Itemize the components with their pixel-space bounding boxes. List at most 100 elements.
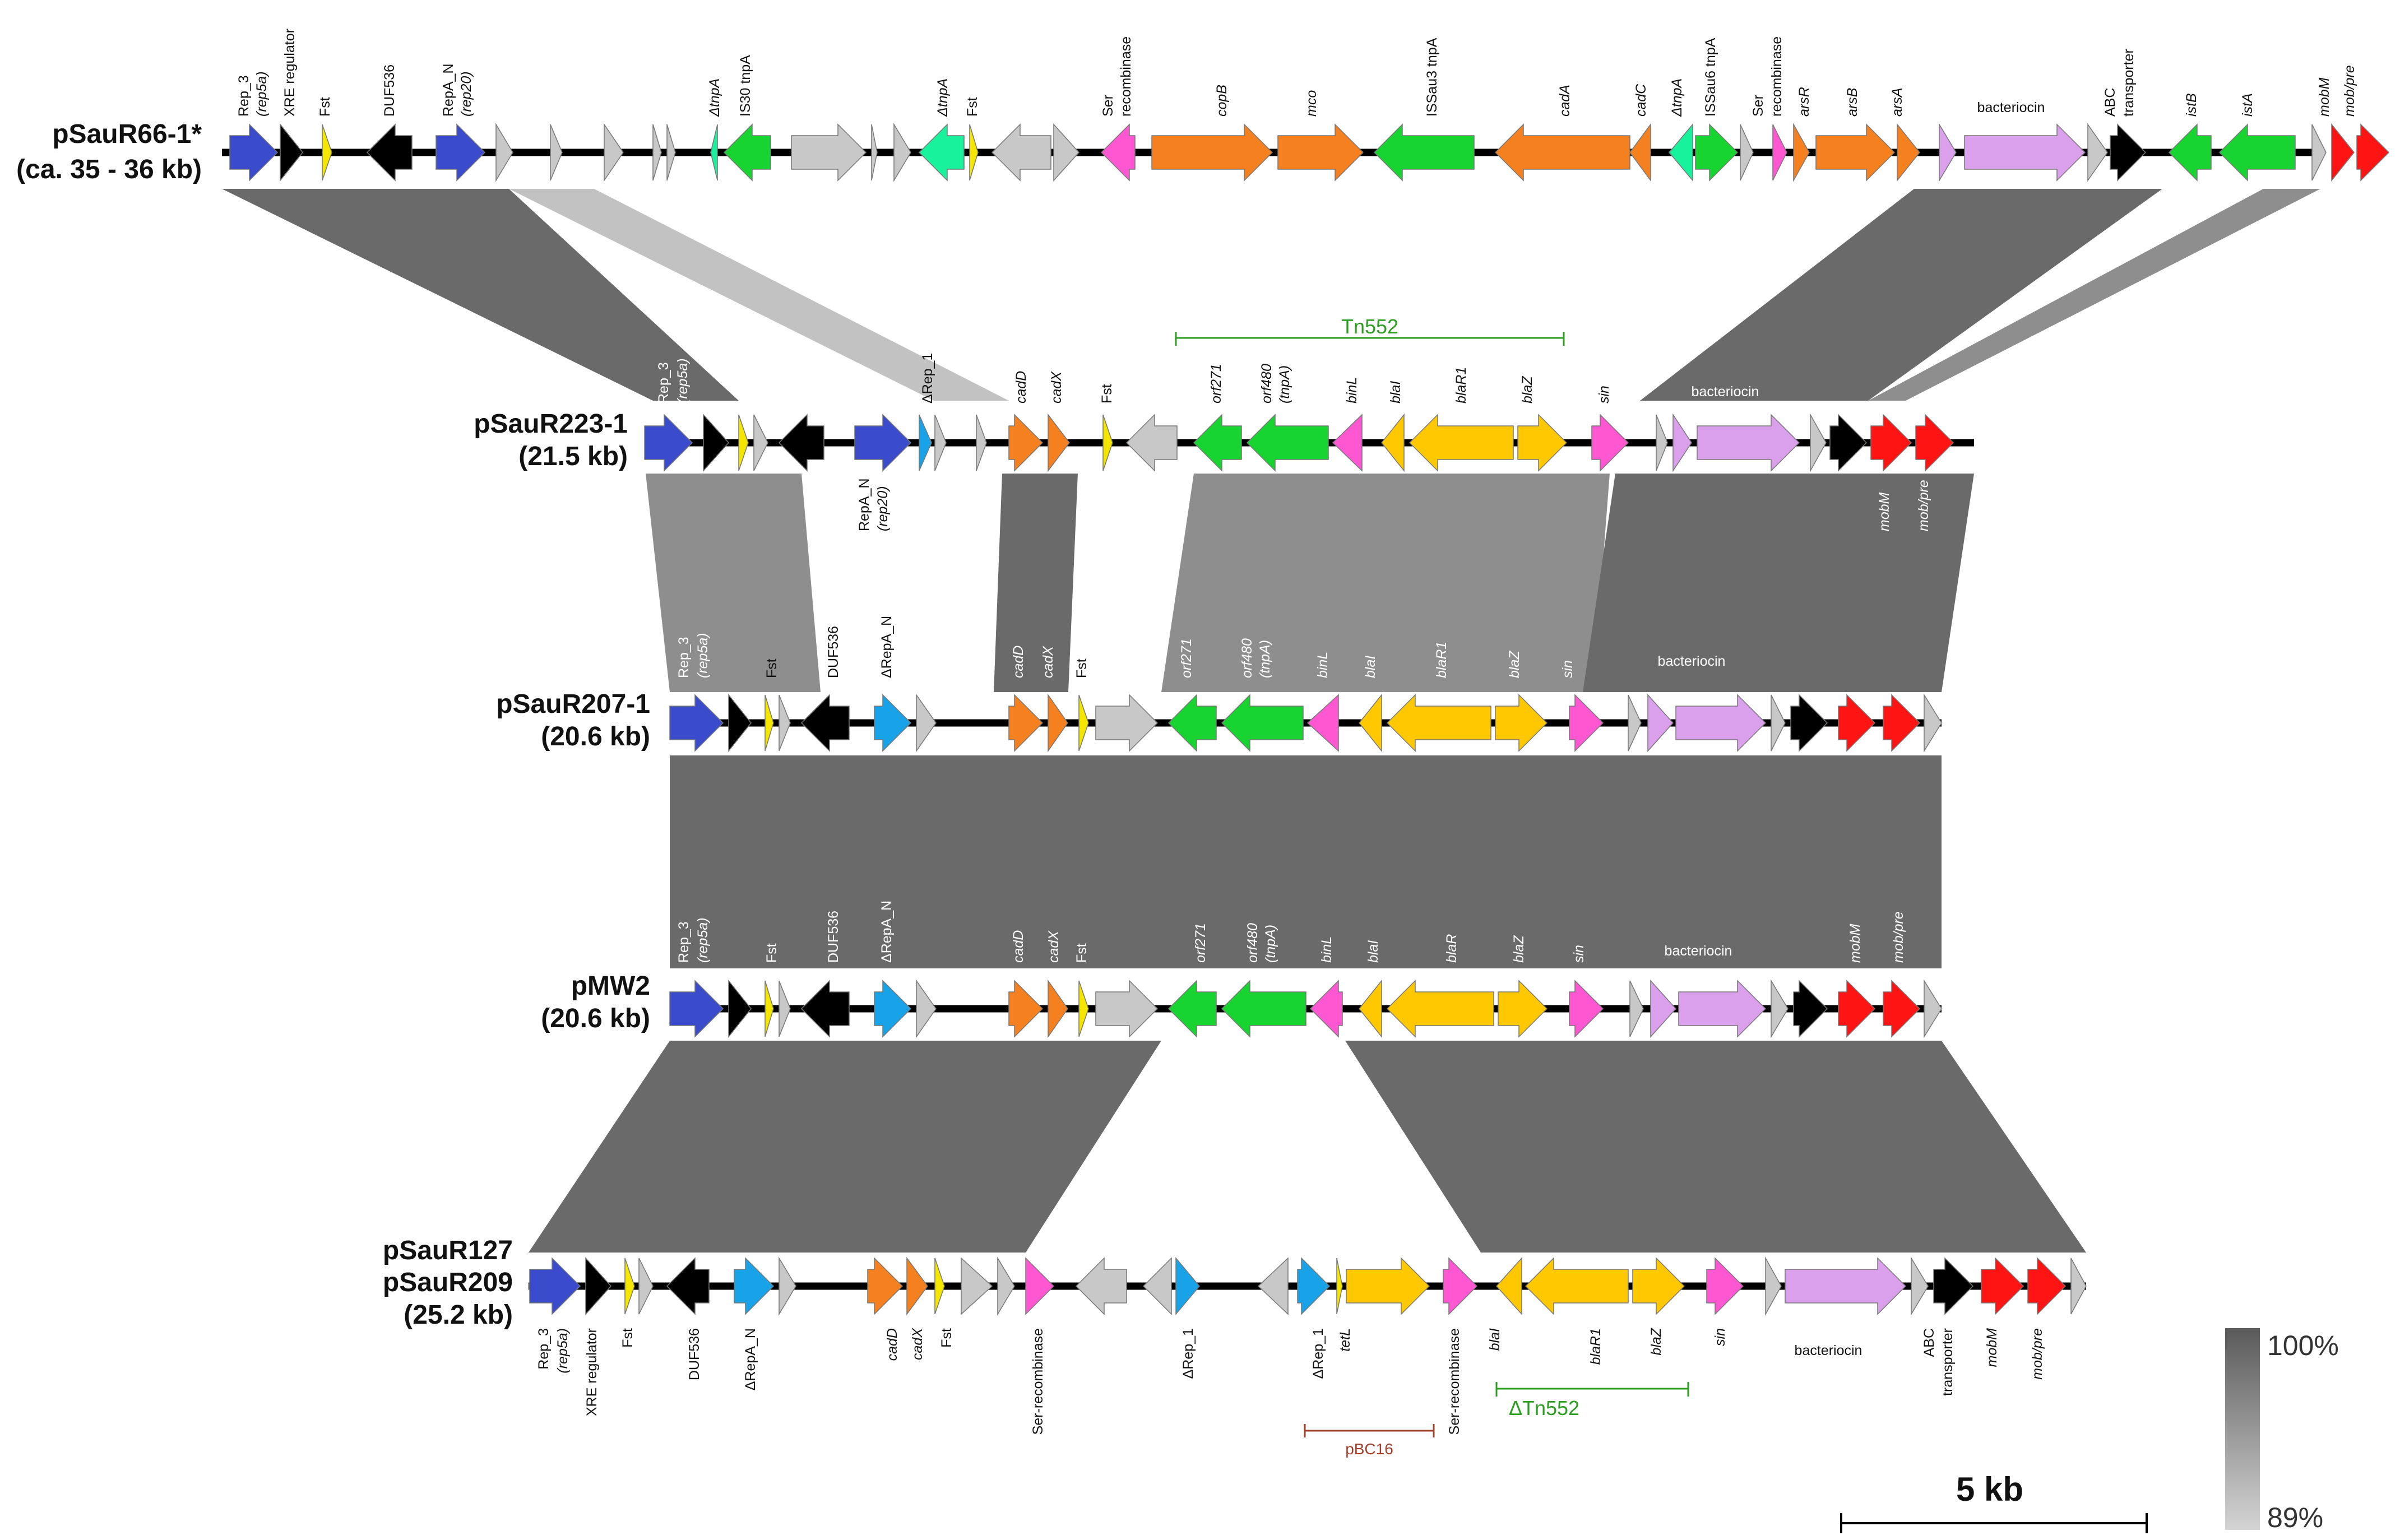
gene-arrow-unknown [779, 980, 791, 1037]
gene-arrow-unknown [934, 414, 947, 471]
gene-label: arsR [1796, 87, 1812, 117]
plasmid-names: pSauR66-1* (ca. 35 - 36 kb) pSauR223-1 (… [16, 119, 650, 1330]
gene-arrow-isalt [918, 123, 965, 182]
gene-arrow-metal [1793, 123, 1810, 182]
gene-arrow-unknown [1053, 123, 1080, 182]
gene-arrow-rep [644, 414, 693, 472]
gene-arrow-bla [1498, 980, 1548, 1038]
gene-label: ISSau6 tnpA [1703, 38, 1718, 117]
gene-arrow-serrec [1772, 124, 1787, 181]
gene-arrow-drep [919, 414, 932, 471]
gene-arrow-mob [2356, 123, 2390, 182]
gene-label: DUF536 [803, 351, 819, 403]
gene-arrow-bacteriocin [1678, 980, 1767, 1038]
gene-label: orf271 [1179, 638, 1194, 678]
link [1583, 474, 1974, 692]
link [670, 755, 1942, 968]
gene-label: cadD [1013, 371, 1029, 403]
dtn552-bracket: ΔTn552 [1495, 1382, 1689, 1420]
gene-arrow-regulator [800, 980, 850, 1038]
gene-label: RepA_N [441, 64, 456, 117]
gene-label: orf480 [1239, 638, 1255, 678]
gene-arrow-is [1167, 694, 1217, 752]
gene-arrow-unknown [2311, 124, 2327, 181]
gene-arrow-regulator [585, 1257, 612, 1315]
gene-arrow-unknown [1771, 979, 1789, 1038]
gene-label: Rep_3 [656, 362, 671, 403]
gene-arrow-mob [2331, 123, 2355, 182]
gene-label: blaZ [1507, 651, 1522, 678]
gene-arrow-bacteriocin [1647, 694, 1674, 752]
gene-label: transporter [1940, 1328, 1956, 1396]
gene-label: Fst [764, 943, 780, 963]
link [1868, 189, 2320, 401]
gene-label: DUF536 [382, 64, 397, 117]
identity-gradient [2225, 1328, 2260, 1530]
gene-arrow-mob [1981, 1257, 2024, 1315]
gene-label: (rep5a) [695, 917, 711, 963]
gene-arrow-is [1221, 694, 1304, 752]
gene-arrow-unknown [1810, 413, 1827, 472]
gene-arrow-metal [1815, 123, 1896, 182]
gene-arrow-metal [867, 1257, 904, 1315]
gene-arrow-unknown [1142, 1257, 1172, 1315]
gene-label: arsA [1889, 88, 1905, 117]
gene-arrow-mob [2027, 1257, 2067, 1315]
gene-arrow-unknown [666, 124, 676, 181]
gene-label: istB [2184, 93, 2199, 117]
gene-arrow-bla [1359, 979, 1382, 1038]
gene-arrow-regulator [800, 694, 850, 752]
gene-arrow-fst [934, 1258, 945, 1315]
gene-label: (rep20) [875, 486, 891, 531]
gene-arrow-regulator [1790, 694, 1828, 752]
gene-arrow-is [1246, 414, 1329, 472]
gene-label: blaR [1444, 934, 1460, 963]
gene-arrow-regulator [666, 1257, 710, 1315]
gene-arrow-bla [1386, 980, 1494, 1038]
gene-label: DUF536 [826, 626, 841, 678]
gene-label: blaI [1388, 381, 1403, 403]
gene-label: Ser-recombinase [1030, 1328, 1046, 1435]
gene-label: sin [1712, 1328, 1728, 1346]
gene-arrow-unknown [1629, 980, 1644, 1037]
plasmid-size: (20.6 kb) [541, 722, 650, 752]
gene-arrow-unknown [1911, 1256, 1929, 1316]
gene-label: mobM [1847, 924, 1863, 963]
row5-labels: Rep_3 (rep5a) XRE regulator Fst DUF536 Δ… [536, 1328, 2045, 1435]
gene-label: orf271 [1193, 923, 1208, 963]
gene-arrow-bacteriocin [1672, 413, 1692, 472]
gene-arrow-serrec [1706, 1257, 1744, 1315]
tn552-label: Tn552 [1341, 315, 1398, 338]
gene-label: orf480 [1245, 923, 1261, 963]
pbc16-label: pBC16 [1345, 1440, 1393, 1458]
gene-arrow-drep [734, 1257, 775, 1315]
gene-label: Fst [1074, 943, 1090, 963]
gene-label: Ser [1750, 95, 1766, 117]
gene-arrow-bla [1632, 1257, 1685, 1315]
row2-labels: Rep_3 (rep5a) DUF536 ΔRep_1 RepA_N (rep2… [656, 351, 1931, 531]
gene-label: blaI [1363, 656, 1378, 678]
gene-label: IS30 tnpA [738, 55, 753, 117]
gene-arrow-fst [969, 124, 979, 181]
gene-label: XRE regulator [584, 1328, 600, 1416]
gene-arrow-bla [1409, 414, 1514, 472]
gene-arrow-unknown [976, 414, 987, 471]
gene-arrow-unknown [652, 124, 662, 181]
gene-arrow-unknown [638, 1258, 654, 1315]
gene-label: blaR1 [1453, 367, 1469, 403]
plasmid-size: (21.5 kb) [518, 442, 628, 471]
gene-label: mco [1304, 90, 1319, 117]
gene-label: ABC [1921, 1328, 1937, 1357]
gene-arrow-unknown [779, 1256, 796, 1316]
gene-arrow-fst [738, 414, 749, 471]
gene-label: transporter [2121, 49, 2137, 117]
gene-arrow-is [2218, 123, 2296, 182]
gene-label: sin [1560, 660, 1576, 678]
gene-arrow-regulator [778, 414, 824, 472]
scale-label: 5 kb [1956, 1471, 2023, 1508]
gene-arrow-unknown [791, 123, 867, 182]
gene-label: bacteriocin [1658, 653, 1726, 669]
row4-labels: Rep_3 (rep5a) Fst DUF536 ΔRepA_N cadD ca… [676, 901, 1906, 963]
gene-arrow-metal [1048, 979, 1068, 1038]
gene-arrow-mob [1915, 414, 1954, 472]
